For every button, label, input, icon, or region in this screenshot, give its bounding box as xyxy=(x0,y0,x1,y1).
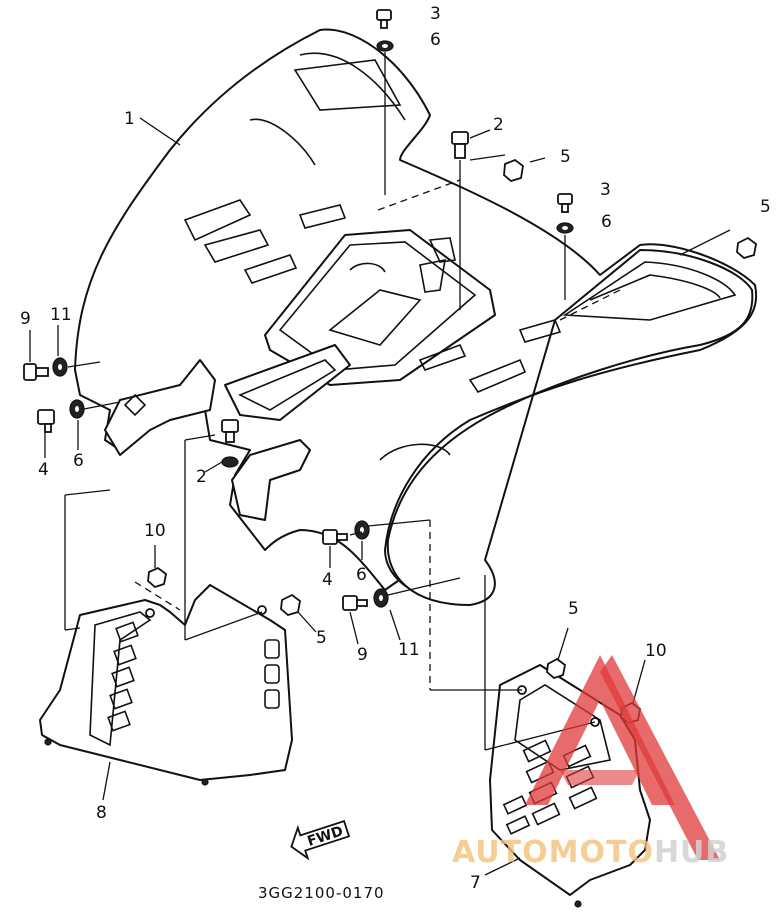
bolt-3-top xyxy=(376,9,392,29)
callout-11-left: 11 xyxy=(50,305,72,325)
bolt-4-mid xyxy=(322,529,348,545)
callout-6-right: 6 xyxy=(601,212,612,232)
callout-10-right: 10 xyxy=(645,641,667,661)
bolt-2-top xyxy=(451,131,469,159)
bolt-9-left xyxy=(23,363,49,381)
watermark-auto: AUTO xyxy=(452,835,549,870)
callout-5-lower: 5 xyxy=(568,599,579,619)
washer-6-right xyxy=(556,222,574,234)
rear-fender xyxy=(74,28,758,606)
callout-2-top: 2 xyxy=(493,115,504,135)
watermark-moto: MOTO xyxy=(549,835,654,870)
callout-5-right: 5 xyxy=(760,197,771,217)
watermark-logo: AUTOMOTOHUB xyxy=(452,655,729,870)
callout-9-mid: 9 xyxy=(357,645,368,665)
callout-6-top: 6 xyxy=(430,30,441,50)
callout-8: 8 xyxy=(96,803,107,823)
callout-1: 1 xyxy=(124,109,135,129)
bolt-4-left xyxy=(37,409,55,433)
fwd-direction-arrow: FWD xyxy=(290,819,351,861)
callout-11-mid: 11 xyxy=(398,640,420,660)
washer-11-mid xyxy=(373,588,389,608)
mud-flap-left-slots xyxy=(107,621,280,732)
callout-2-left: 2 xyxy=(196,467,207,487)
washer-6-mid xyxy=(354,520,370,540)
drawing-code: 3GG2100-0170 xyxy=(258,884,385,902)
washer-6-top xyxy=(376,40,394,52)
watermark-hub: HUB xyxy=(654,835,729,870)
nut-5-mid xyxy=(280,593,301,617)
callout-4-mid: 4 xyxy=(322,570,333,590)
bolt-3-right xyxy=(557,193,573,213)
callout-3-top: 3 xyxy=(430,4,441,24)
nut-5-right xyxy=(736,236,757,260)
callout-10-left: 10 xyxy=(144,521,166,541)
callout-5-mid: 5 xyxy=(316,628,327,648)
callout-7: 7 xyxy=(470,873,481,893)
washer-11-left xyxy=(52,357,68,377)
fwd-label: FWD xyxy=(305,823,345,850)
leader-lines xyxy=(29,52,731,876)
mud-flap-left xyxy=(39,584,293,786)
svg-text:AUTOMOTOHUB: AUTOMOTOHUB xyxy=(452,835,729,870)
bolt-2-left xyxy=(221,419,239,468)
washer-6-left xyxy=(69,399,85,419)
callout-6-mid: 6 xyxy=(356,565,367,585)
nut-10-left xyxy=(147,566,167,589)
nut-5-top xyxy=(503,158,524,183)
callout-3-right: 3 xyxy=(600,180,611,200)
callout-9-left: 9 xyxy=(20,309,31,329)
callout-4-left: 4 xyxy=(38,460,49,480)
callout-6-left: 6 xyxy=(73,451,84,471)
bolt-9-mid xyxy=(342,595,368,611)
callout-labels: 1 2 2 3 3 4 4 5 5 5 5 6 6 6 6 7 8 9 9 10… xyxy=(20,4,771,893)
nut-5-right-lower xyxy=(546,657,566,680)
callout-5-top: 5 xyxy=(560,147,571,167)
